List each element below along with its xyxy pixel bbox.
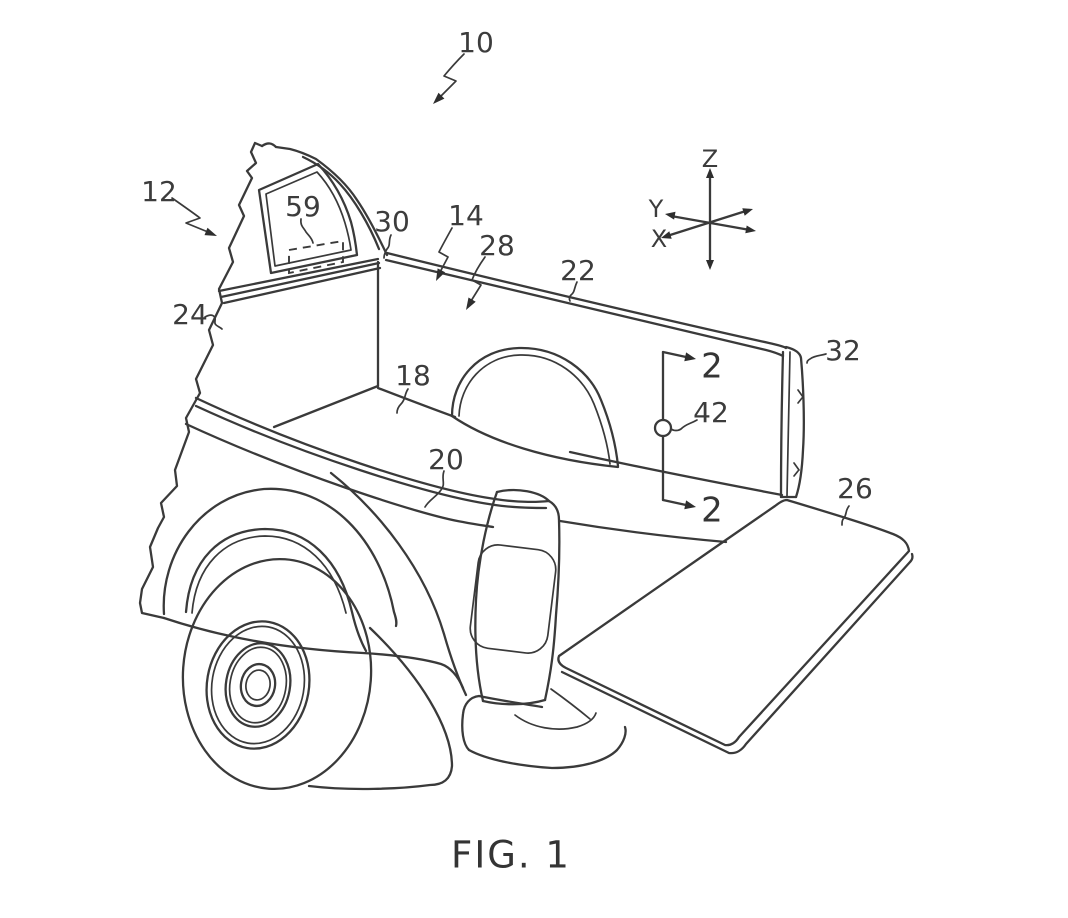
taillight-lamp (469, 544, 557, 654)
rear-window-outer-frame (257, 162, 359, 275)
x-axis-label: X (651, 225, 667, 253)
wheel-arch-lip-outer (184, 527, 368, 653)
tailgate-top-surface (557, 498, 911, 747)
reference-labels: 10 12 59 30 24 14 28 22 32 42 18 20 26 2… (141, 26, 873, 531)
ref-label-10: 10 (458, 26, 494, 59)
tailgate-open (557, 498, 914, 755)
ref-label-59: 59 (285, 190, 321, 223)
bulkhead-rail-line2 (219, 261, 381, 299)
z-axis-label: Z (702, 145, 718, 173)
section-label-2-top: 2 (701, 347, 723, 387)
rear-wheel (181, 557, 454, 791)
leader-59 (299, 218, 314, 244)
bulkhead-rail-line3 (222, 266, 382, 305)
ref-label-24: 24 (172, 298, 208, 331)
x-axis-arrow-right (742, 208, 753, 216)
section-arrow-bottom (684, 500, 696, 510)
sidewall-rear-hinge-line (558, 519, 728, 544)
detail-point-circle (653, 418, 673, 438)
leader-14 (438, 227, 453, 275)
y-axis-arrow-right (745, 225, 756, 234)
leader-42 (670, 419, 698, 432)
section-label-2-bottom: 2 (701, 491, 723, 531)
tire-tread-edge (307, 626, 454, 791)
truck-drawing: 10 12 59 30 24 14 28 22 32 42 18 20 26 2… (138, 26, 914, 877)
window-dashed-region (288, 239, 344, 275)
body-bottom-edge (162, 616, 465, 690)
section-arrow-top (684, 352, 696, 362)
wheel-arch-lip-inner (191, 535, 347, 614)
ref-label-14: 14 (448, 199, 484, 232)
leader-28 (470, 256, 486, 302)
section-line-2-2 (653, 350, 696, 510)
z-axis-arrow-up (706, 168, 714, 178)
x-axis-arrow-left (661, 231, 672, 239)
corner-post (779, 345, 805, 499)
cab-roof-outer (260, 142, 389, 257)
bedside-outer-edge (184, 422, 495, 529)
floor-far-base-edge (376, 386, 457, 419)
ref-label-22: 22 (560, 254, 596, 287)
fender-flare-outer (162, 487, 398, 628)
leader-18 (396, 388, 409, 414)
ref-label-42: 42 (693, 396, 729, 429)
ref-label-32: 32 (825, 334, 861, 367)
leader-22 (568, 281, 578, 302)
tire-outline (181, 557, 373, 791)
rear-window-inner-frame (265, 171, 352, 267)
y-axis-label: Y (648, 195, 664, 223)
leader-12 (171, 197, 209, 233)
tailgate-thickness-edge (560, 552, 914, 755)
figure-caption: FIG. 1 (451, 834, 571, 877)
z-axis-arrow-down (706, 260, 714, 270)
ref-label-18: 18 (395, 359, 431, 392)
leader-24 (204, 314, 223, 330)
ref-label-28: 28 (479, 229, 515, 262)
far-rail-bottom (384, 258, 785, 358)
ref-label-20: 20 (428, 443, 464, 476)
ref-label-12: 12 (141, 175, 177, 208)
ref-label-26: 26 (837, 472, 873, 505)
leader-26 (841, 505, 850, 526)
leader-30 (383, 234, 392, 259)
taillight-pillar (469, 488, 557, 706)
bulkhead-base-edge (272, 384, 380, 429)
lead-arrows (171, 53, 486, 310)
break-line-left-edge (138, 141, 264, 620)
leader-20 (424, 470, 445, 508)
floor-rear-sill (568, 450, 784, 497)
bedside-crease-sweep (329, 471, 468, 697)
ref-label-30: 30 (374, 205, 410, 238)
bed-wheel-hump (450, 346, 620, 469)
rear-bumper (461, 688, 627, 770)
bulkhead-rail-line1 (217, 257, 380, 293)
y-axis-arrow-left (665, 211, 676, 220)
leader-32 (806, 353, 827, 364)
near-rail-bottom (194, 404, 548, 510)
far-rail-top (385, 251, 788, 350)
leader-10 (440, 53, 465, 97)
coordinate-axes (661, 168, 756, 270)
squiggle-leaders (204, 218, 850, 526)
near-rail-top-and-pillar-right (194, 396, 561, 702)
